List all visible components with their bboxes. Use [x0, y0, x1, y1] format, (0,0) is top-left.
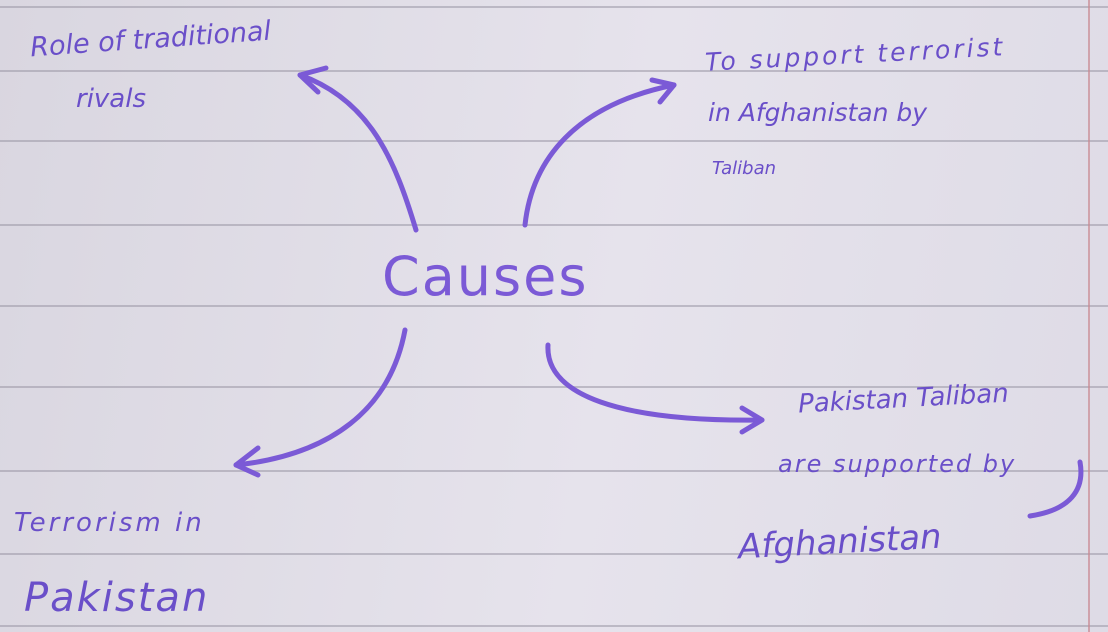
- top-right-text-line-3: Taliban: [712, 158, 777, 179]
- bottom-left-text-line-2: Pakistan: [24, 575, 210, 621]
- ruled-line: [0, 140, 1108, 142]
- arrowhead-bottom-left: [233, 445, 261, 478]
- ruled-line: [0, 6, 1108, 8]
- ruled-line: [0, 386, 1108, 388]
- ruled-line: [0, 553, 1108, 555]
- arrow-to-bottom-left: [233, 327, 408, 468]
- arrowhead-top-left: [297, 65, 329, 95]
- bottom-left-text-line-1: Terrorism in: [14, 508, 205, 538]
- ruled-line: [0, 70, 1108, 72]
- ruled-line: [0, 625, 1108, 627]
- arrowhead-top-right: [649, 77, 677, 105]
- ink-flourish: [1027, 459, 1084, 519]
- arrow-to-bottom-right: [545, 342, 765, 423]
- ruled-line: [0, 224, 1108, 226]
- bottom-right-text-line-3: Afghanistan: [737, 516, 943, 568]
- arrowhead-bottom-right: [739, 405, 765, 435]
- bottom-right-text-line-2: are supported by: [778, 450, 1017, 478]
- center-node-label: Causes: [382, 245, 589, 308]
- arrow-to-top-right: [522, 82, 677, 228]
- ruled-line: [0, 305, 1108, 307]
- ruled-line: [0, 470, 1108, 472]
- top-left-text-line-2: rivals: [76, 84, 147, 114]
- margin-line: [1088, 0, 1090, 632]
- top-right-text-line-2: in Afghanistan by: [708, 98, 928, 127]
- arrow-to-top-left: [297, 72, 419, 233]
